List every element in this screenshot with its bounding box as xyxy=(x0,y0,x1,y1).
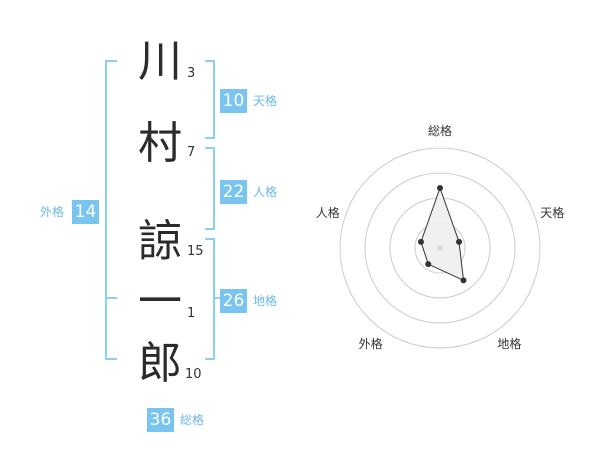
gaikaku-value: 14 xyxy=(72,200,99,224)
radar-center-dot xyxy=(437,245,443,251)
chikaku-value: 26 xyxy=(220,289,247,313)
name-char-5: 郎 xyxy=(138,338,182,389)
gaikaku-label: 外格 xyxy=(40,205,65,219)
stroke-count-5: 10 xyxy=(185,367,202,382)
soukaku-label: 総格 xyxy=(180,413,205,427)
chikaku-label: 地格 xyxy=(253,294,278,308)
name-char-2: 村 xyxy=(138,118,182,169)
radar-axis-label-2: 天格 xyxy=(540,205,565,220)
radar-axis-label-3: 地格 xyxy=(497,337,522,352)
tenkaku-value: 10 xyxy=(220,89,247,113)
jinkaku-value: 22 xyxy=(220,180,247,204)
stroke-count-4: 1 xyxy=(187,306,196,321)
radar-point-1 xyxy=(437,185,443,191)
radar-axis-label-1: 総格 xyxy=(428,124,453,138)
name-char-4: 一 xyxy=(138,276,182,327)
stroke-count-1: 3 xyxy=(187,66,196,81)
radar-polygon xyxy=(420,186,465,282)
radar-point-4 xyxy=(425,261,432,268)
radar-point-5 xyxy=(417,238,424,245)
radar-axis-label-5: 人格 xyxy=(315,205,340,220)
name-char-1: 川 xyxy=(138,36,182,87)
jinkaku-label: 人格 xyxy=(253,185,278,199)
radar-axis-label-4: 外格 xyxy=(358,337,383,352)
radar-ring-3 xyxy=(364,172,516,324)
tenkaku-label: 天格 xyxy=(253,94,278,108)
radar-point-2 xyxy=(456,238,463,245)
soukaku-value: 36 xyxy=(147,408,174,432)
name-char-3: 諒 xyxy=(138,216,182,267)
stroke-count-3: 15 xyxy=(187,244,204,259)
radar-point-3 xyxy=(460,277,467,284)
radar-ring-4 xyxy=(339,147,541,349)
stroke-count-2: 7 xyxy=(187,145,196,160)
